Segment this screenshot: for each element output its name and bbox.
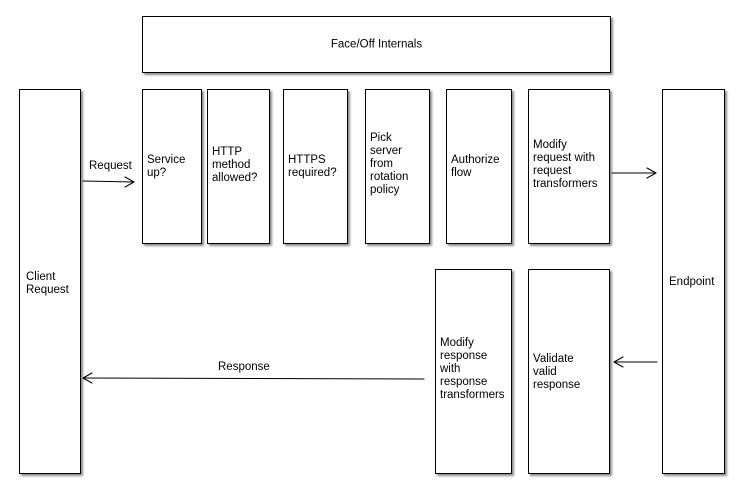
step-modify-request: Modify request with request transformers [528,89,610,244]
step-validate-response-label: Validate valid response [533,353,581,391]
internals-title: Face/Off Internals [330,38,423,50]
response-arrow [82,372,425,384]
step-https-required: HTTPS required? [283,89,348,244]
endpoint-label: Endpoint [669,276,715,288]
to-endpoint-arrow [611,167,657,179]
step-service-up: Service up? [142,89,202,244]
client-request-label: Client Request [26,271,69,296]
endpoint-box: Endpoint [662,89,725,474]
step-pick-server: Pick server from rotation policy [365,89,430,244]
request-arrow-label: Request [89,160,132,172]
step-service-up-label: Service up? [147,154,186,179]
step-modify-request-label: Modify request with request transformers [533,139,598,190]
step-https-required-label: HTTPS required? [288,154,337,179]
from-endpoint-arrow [613,356,658,368]
step-validate-response: Validate valid response [528,269,610,474]
response-arrow-label: Response [218,361,270,373]
step-modify-response-label: Modify response with response transforme… [440,337,505,401]
step-authorize-flow-label: Authorize flow [451,154,500,179]
client-request-box: Client Request [19,89,81,474]
step-http-method-label: HTTP method allowed? [212,146,258,184]
internals-box: Face/Off Internals [142,16,611,73]
step-http-method: HTTP method allowed? [207,89,270,244]
step-pick-server-label: Pick server from rotation policy [370,132,409,196]
step-modify-response: Modify response with response transforme… [435,269,512,474]
request-arrow [82,176,135,188]
step-authorize-flow: Authorize flow [446,89,512,244]
